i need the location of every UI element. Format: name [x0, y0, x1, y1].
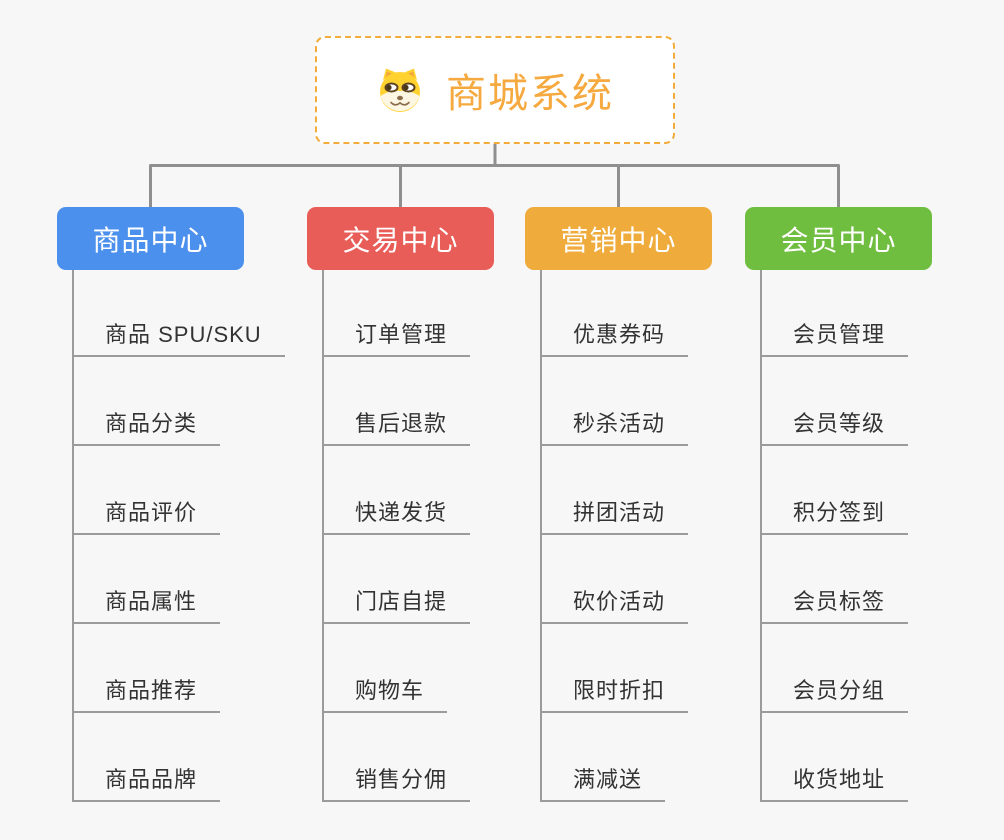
branch-trunk-line [540, 270, 542, 802]
leaf-node[interactable]: 限时折扣 [540, 678, 689, 713]
root-title: 商城系统 [446, 72, 614, 116]
leaf-node[interactable]: 商品属性 [72, 589, 221, 624]
branch-label: 营销中心 [560, 224, 677, 256]
leaf-node[interactable]: 商品品牌 [72, 767, 221, 802]
leaf-node[interactable]: 满减送 [540, 767, 666, 802]
leaf-node[interactable]: 订单管理 [322, 322, 471, 357]
branch-node[interactable]: 营销中心 [525, 207, 712, 270]
leaf-node[interactable]: 砍价活动 [540, 589, 689, 624]
leaf-node[interactable]: 秒杀活动 [540, 411, 689, 446]
branch-node[interactable]: 商品中心 [57, 207, 244, 270]
leaf-node[interactable]: 门店自提 [322, 589, 471, 624]
leaf-node[interactable]: 拼团活动 [540, 500, 689, 535]
leaf-node[interactable]: 会员管理 [760, 322, 909, 357]
leaf-node[interactable]: 积分签到 [760, 500, 909, 535]
leaf-node[interactable]: 会员等级 [760, 411, 909, 446]
leaf-node[interactable]: 商品评价 [72, 500, 221, 535]
branch-label: 会员中心 [780, 224, 897, 256]
dog-face-icon [376, 67, 424, 113]
leaf-node[interactable]: 收货地址 [760, 767, 909, 802]
root-node[interactable]: 商城系统 [315, 36, 675, 144]
branch-rail-line [149, 164, 840, 207]
leaf-node[interactable]: 销售分佣 [322, 767, 471, 802]
leaf-node[interactable]: 优惠券码 [540, 322, 689, 357]
branch-label: 商品中心 [92, 224, 209, 256]
leaf-node[interactable]: 商品 SPU/SKU [72, 322, 285, 357]
branch-label: 交易中心 [342, 224, 459, 256]
leaf-node[interactable]: 会员分组 [760, 678, 909, 713]
leaf-node[interactable]: 商品推荐 [72, 678, 221, 713]
branch-node[interactable]: 交易中心 [307, 207, 494, 270]
branch-trunk-line [760, 270, 762, 802]
leaf-node[interactable]: 会员标签 [760, 589, 909, 624]
leaf-node[interactable]: 购物车 [322, 678, 448, 713]
branch-trunk-line [322, 270, 324, 802]
branch-trunk-line [72, 270, 74, 802]
leaf-node[interactable]: 商品分类 [72, 411, 221, 446]
leaf-node[interactable]: 售后退款 [322, 411, 471, 446]
leaf-node[interactable]: 快递发货 [322, 500, 471, 535]
branch-node[interactable]: 会员中心 [745, 207, 932, 270]
